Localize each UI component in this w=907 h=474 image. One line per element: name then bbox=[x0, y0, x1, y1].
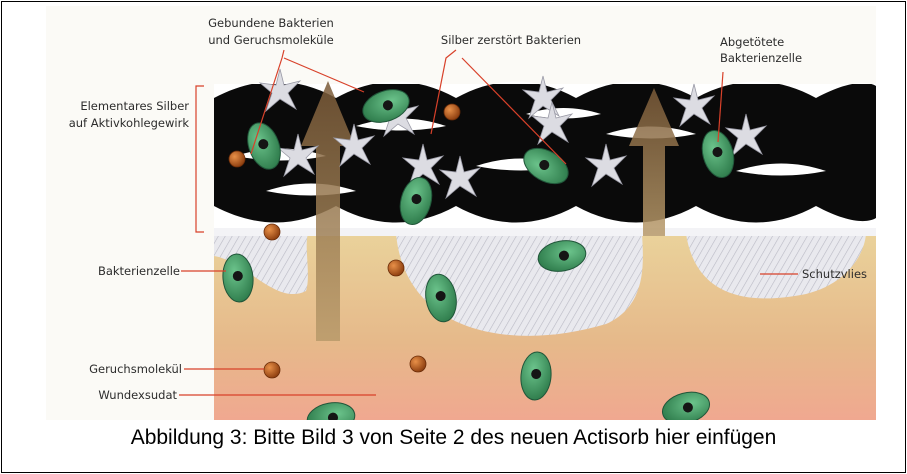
label-bound-bacteria-line2: und Geruchsmoleküle bbox=[208, 33, 334, 47]
label-elemental-silver-line1: Elementares Silber bbox=[80, 99, 189, 113]
label-elemental-silver-line2: auf Aktivkohlegewirk bbox=[69, 116, 190, 130]
label-silver-destroys-bacteria: Silber zerstört Bakterien bbox=[441, 33, 581, 47]
label-bound-bacteria-line1: Gebundene Bakterien bbox=[208, 16, 334, 30]
label-wound-exudate: Wundexsudat bbox=[98, 388, 177, 402]
label-killed-bacteria-line2: Bakterienzelle bbox=[720, 51, 802, 65]
figure-caption: Abbildung 3: Bitte Bild 3 von Seite 2 de… bbox=[2, 426, 905, 450]
figure-image: Gebundene Bakterien und Geruchsmoleküle … bbox=[46, 6, 876, 420]
label-protective-fleece: Schutzvlies bbox=[802, 267, 867, 281]
label-bacteria-cell: Bakterienzelle bbox=[98, 264, 180, 278]
label-killed-bacteria-line1: Abgetötete bbox=[720, 35, 784, 49]
label-odor-molecule: Geruchsmolekül bbox=[89, 362, 182, 376]
actisorb-diagram: Gebundene Bakterien und Geruchsmoleküle … bbox=[46, 6, 876, 420]
